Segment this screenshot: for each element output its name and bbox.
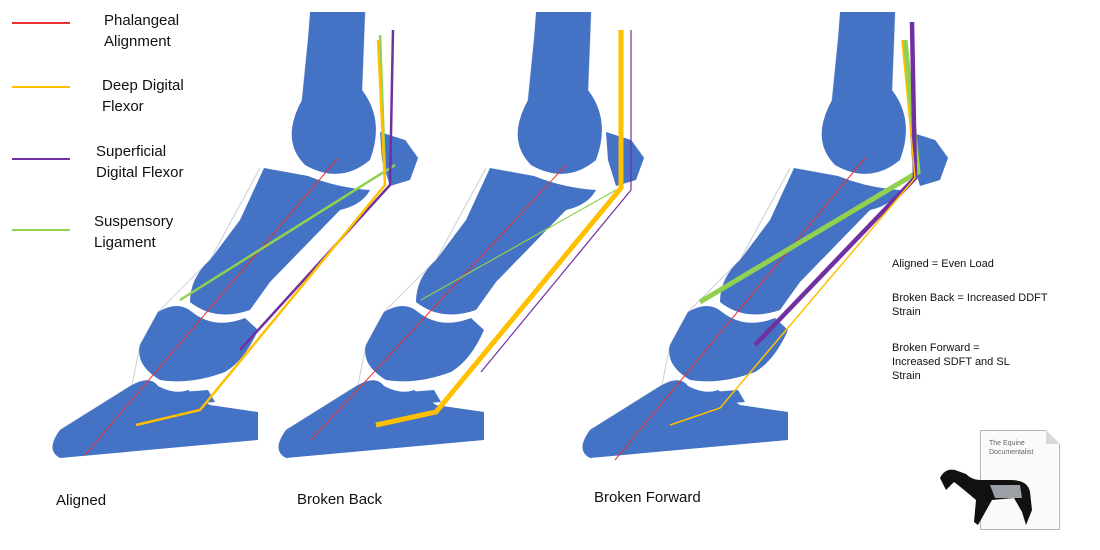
panel-label-broken-forward: Broken Forward — [594, 489, 701, 506]
panel-label-broken-back: Broken Back — [297, 491, 382, 508]
logo-text: The Equine Documentalist — [989, 439, 1057, 457]
note-broken-back: Broken Back = Increased DDFT Strain — [892, 291, 1062, 319]
note-aligned: Aligned = Even Load — [892, 257, 1092, 271]
panel-broken-forward-leg — [570, 0, 948, 460]
logo-card: The Equine Documentalist — [980, 430, 1060, 530]
note-broken-forward: Broken Forward = Increased SDFT and SL S… — [892, 341, 1022, 383]
panel-label-aligned: Aligned — [56, 492, 106, 509]
